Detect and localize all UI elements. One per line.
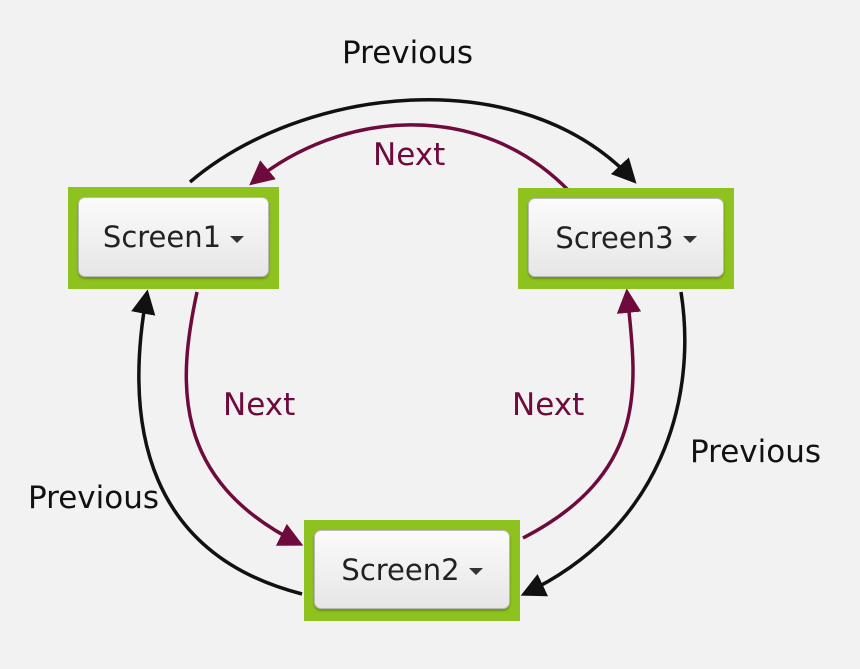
screen2-dropdown-button[interactable]: Screen2 bbox=[314, 530, 510, 609]
caret-down-icon bbox=[682, 236, 697, 243]
caret-down-icon bbox=[468, 568, 483, 575]
arrow-previous-screen2-to-screen1 bbox=[131, 289, 303, 596]
label-previous-left: Previous bbox=[28, 480, 160, 516]
arrow-next-screen2-to-screen3 bbox=[522, 288, 642, 540]
label-next-left: Next bbox=[223, 387, 296, 423]
label-previous-top: Previous bbox=[342, 35, 474, 71]
caret-down-icon bbox=[230, 235, 245, 243]
arrow-previous-screen1-to-screen3 bbox=[188, 97, 637, 184]
label-next-right: Next bbox=[512, 387, 585, 423]
screen1-node: Screen1 bbox=[68, 187, 279, 289]
label-previous-right: Previous bbox=[690, 434, 822, 470]
screen1-dropdown-button[interactable]: Screen1 bbox=[78, 197, 269, 277]
arrow-previous-screen3-to-screen2 bbox=[520, 291, 687, 597]
label-next-top: Next bbox=[373, 137, 446, 173]
screen2-node: Screen2 bbox=[304, 520, 520, 621]
screen1-label: Screen1 bbox=[102, 220, 222, 254]
screen2-label: Screen2 bbox=[341, 552, 460, 587]
screen3-node: Screen3 bbox=[518, 188, 734, 289]
arrow-next-screen3-to-screen1 bbox=[249, 123, 572, 194]
screen3-dropdown-button[interactable]: Screen3 bbox=[528, 198, 724, 277]
screen3-label: Screen3 bbox=[555, 220, 674, 255]
arrow-next-screen1-to-screen2 bbox=[184, 291, 304, 546]
